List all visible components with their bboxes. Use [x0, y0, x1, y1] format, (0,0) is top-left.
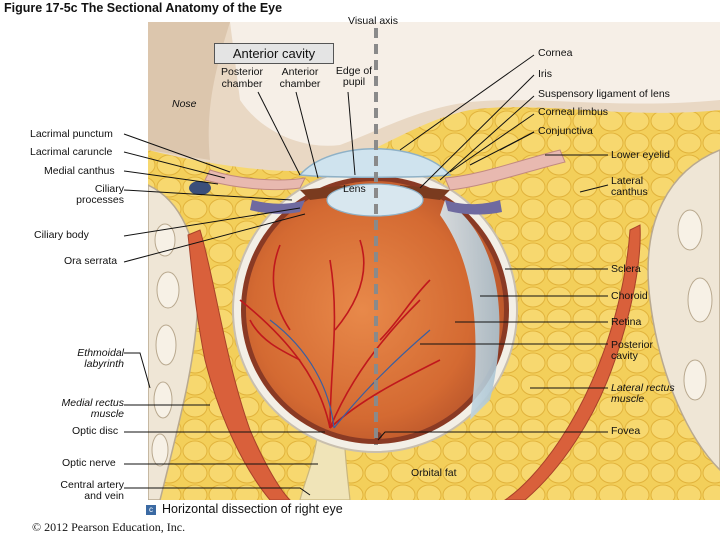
figure-caption: c Horizontal dissection of right eye — [146, 502, 343, 516]
ciliary-processes-label: Ciliary processes — [76, 183, 124, 206]
iris-label: Iris — [538, 68, 552, 80]
orbital-fat-label: Orbital fat — [411, 467, 457, 479]
choroid-label: Choroid — [611, 290, 648, 302]
retina-label: Retina — [611, 316, 642, 328]
fovea-label: Fovea — [611, 425, 641, 437]
retinal-veins — [269, 319, 431, 429]
anterior-cavity-box: Anterior cavity — [214, 43, 334, 64]
ciliary-body-lateral — [445, 200, 502, 215]
leader-lines — [123, 54, 609, 496]
chamber-labels: Posterior chamber Anterior chamber — [216, 66, 332, 90]
medial-rectus-muscle — [187, 229, 291, 500]
optic-nerve-label: Optic nerve — [62, 457, 116, 469]
lateral-rectus-label: Lateral rectus muscle — [611, 382, 675, 405]
central-artery-label: Central artery and vein — [60, 479, 124, 502]
ciliary-body-label: Ciliary body — [34, 229, 89, 241]
lacrimal-sac — [189, 181, 211, 195]
nose-region — [148, 22, 230, 160]
lens — [326, 183, 424, 217]
ethmoidal-labyrinth-label: Ethmoidal labyrinth — [77, 347, 124, 370]
background-upper — [230, 22, 720, 146]
optic-disc-label: Optic disc — [72, 425, 119, 437]
anterior-chamber-label: Anterior chamber — [279, 66, 321, 90]
ora-serrata-label: Ora serrata — [64, 255, 118, 267]
visual-axis-label: Visual axis — [348, 15, 398, 27]
nose-label: Nose — [172, 98, 197, 110]
lateral-canthus-label: Lateral canthus — [611, 175, 648, 198]
lens-label: Lens — [343, 183, 366, 195]
conjunctiva-label: Conjunctiva — [538, 125, 593, 137]
medial-eyelid — [204, 169, 306, 191]
suspensory-ligament-label: Suspensory ligament of lens — [538, 88, 670, 100]
posterior-cavity-label: Posterior cavity — [611, 339, 654, 362]
cornea-label: Cornea — [538, 47, 573, 59]
lower-eyelid — [444, 149, 566, 191]
caption-icon: c — [146, 505, 156, 515]
vitreous-cut — [440, 200, 500, 420]
corneal-limbus-label: Corneal limbus — [538, 106, 609, 118]
edge-of-pupil-label: Edge of pupil — [335, 65, 373, 88]
lateral-rectus-muscle — [504, 224, 641, 500]
medial-rectus-label: Medial rectus muscle — [61, 397, 124, 420]
caption-text: Horizontal dissection of right eye — [162, 502, 343, 516]
lower-eyelid-label: Lower eyelid — [611, 149, 670, 161]
copyright-text: © 2012 Pearson Education, Inc. — [32, 520, 186, 534]
figure-title: Figure 17-5c The Sectional Anatomy of th… — [4, 1, 283, 15]
lacrimal-caruncle-label: Lacrimal caruncle — [30, 146, 113, 158]
posterior-chamber-label: Posterior chamber — [220, 66, 263, 90]
sclera-label: Sclera — [611, 263, 641, 275]
medial-canthus-label: Medial canthus — [44, 165, 115, 177]
ciliary-body-medial — [250, 200, 305, 214]
lacrimal-punctum-label: Lacrimal punctum — [30, 128, 113, 140]
